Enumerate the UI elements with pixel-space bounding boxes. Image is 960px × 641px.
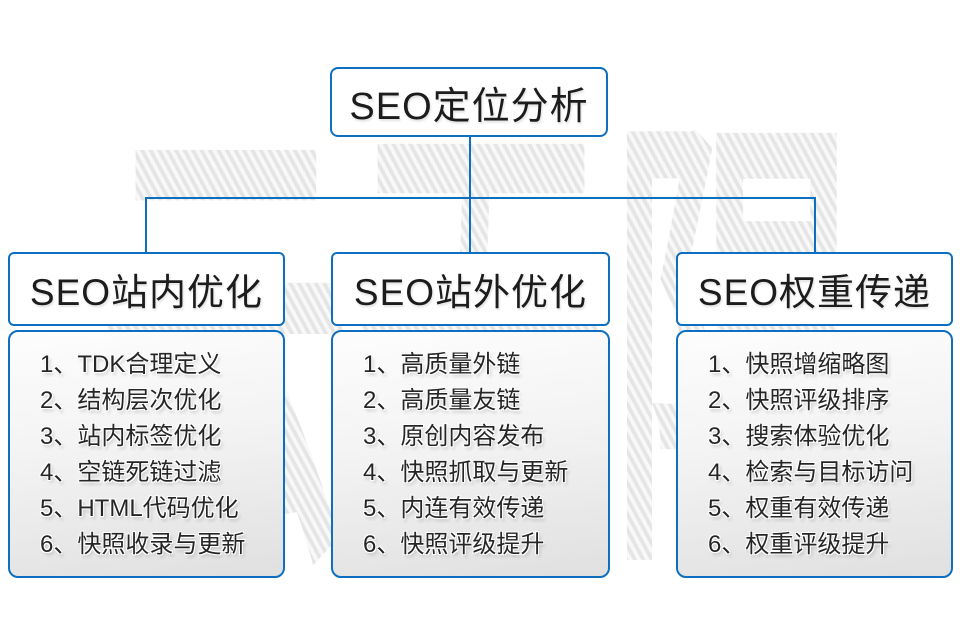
branch-3-title: SEO权重传递 [697, 272, 932, 313]
branch-2-title: SEO站外优化 [353, 272, 588, 313]
list-item: 3、原创内容发布 [363, 423, 545, 450]
branch-1-list: 1、TDK合理定义 2、结构层次优化 3、站内标签优化 4、空链死链过滤 5、H… [8, 330, 285, 578]
list-item: 5、HTML代码优化 [40, 495, 239, 522]
list-item: 1、TDK合理定义 [40, 351, 222, 378]
list-item: 1、高质量外链 [363, 351, 521, 378]
list-item: 6、快照评级提升 [363, 531, 545, 558]
list-item: 2、快照评级排序 [708, 387, 890, 414]
list-item: 6、权重评级提升 [708, 531, 890, 558]
root-node-label: SEO定位分析 [349, 85, 589, 128]
list-item: 3、站内标签优化 [40, 423, 222, 450]
connector-drop-branch-2 [469, 198, 471, 253]
list-item: 4、检索与目标访问 [708, 459, 914, 486]
list-item: 4、空链死链过滤 [40, 459, 222, 486]
list-item: 6、快照收录与更新 [40, 531, 246, 558]
list-item: 4、快照抓取与更新 [363, 459, 569, 486]
branch-2-header: SEO站外优化 [331, 252, 610, 326]
connector-horizontal-bar [145, 197, 816, 199]
connector-root-stem [469, 137, 471, 198]
connector-drop-branch-1 [145, 198, 147, 253]
branch-3-list: 1、快照增缩略图 2、快照评级排序 3、搜索体验优化 4、检索与目标访问 5、权… [676, 330, 953, 578]
list-item: 2、结构层次优化 [40, 387, 222, 414]
connector-drop-branch-3 [814, 198, 816, 253]
list-item: 3、搜索体验优化 [708, 423, 890, 450]
branch-1-title: SEO站内优化 [29, 272, 264, 313]
list-item: 1、快照增缩略图 [708, 351, 890, 378]
branch-2-list: 1、高质量外链 2、高质量友链 3、原创内容发布 4、快照抓取与更新 5、内连有… [331, 330, 610, 578]
list-item: 5、权重有效传递 [708, 495, 890, 522]
branch-3-header: SEO权重传递 [676, 252, 953, 326]
list-item: 5、内连有效传递 [363, 495, 545, 522]
root-node: SEO定位分析 [330, 67, 608, 137]
branch-1-header: SEO站内优化 [8, 252, 285, 326]
list-item: 2、高质量友链 [363, 387, 521, 414]
